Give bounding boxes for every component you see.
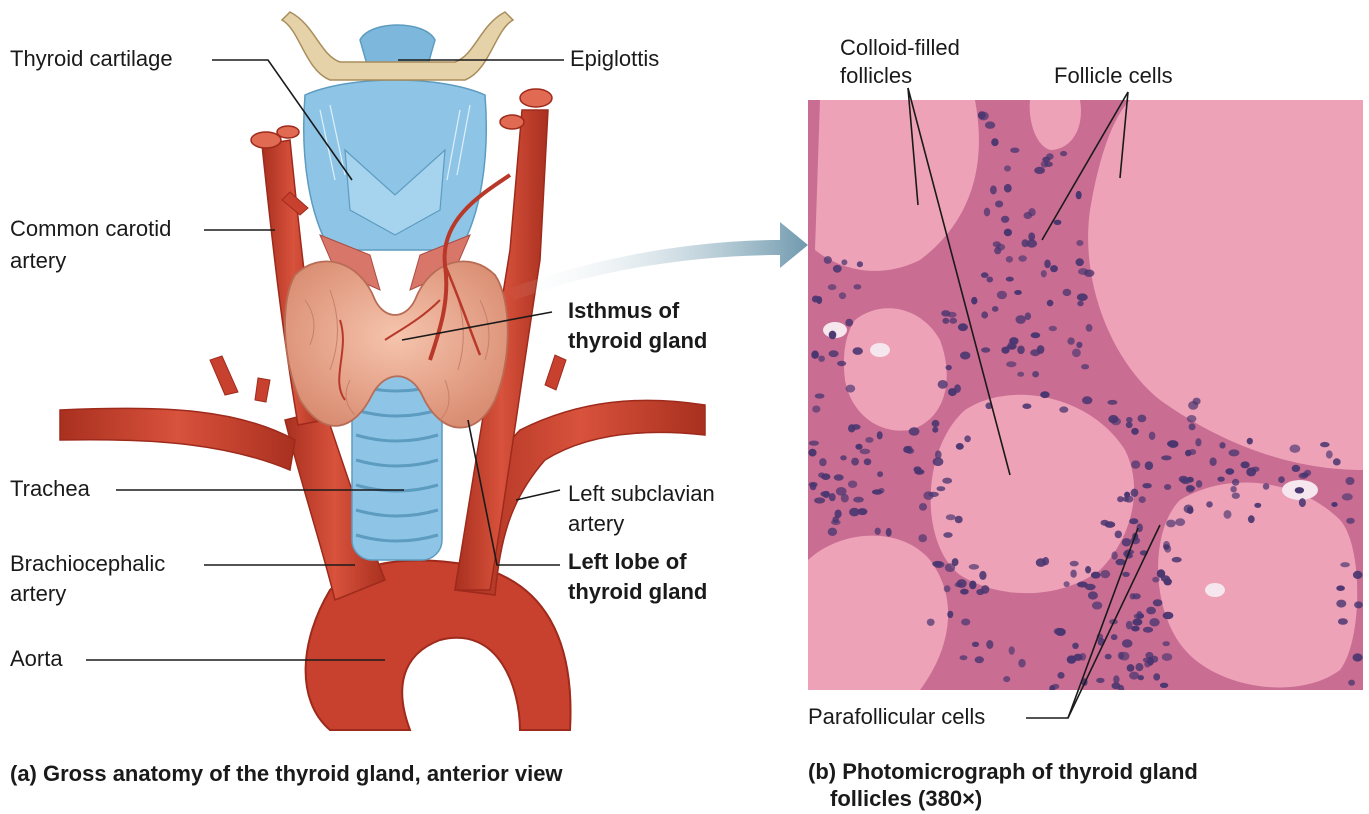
label-epiglottis: Epiglottis [570,46,659,72]
label-brachiocephalic-line2: artery [10,581,66,607]
label-trachea: Trachea [10,476,90,502]
label-common-carotid-line1: Common carotid [10,216,171,242]
label-brachiocephalic-line1: Brachiocephalic [10,551,165,577]
label-aorta: Aorta [10,646,63,672]
gross-anatomy-illustration [60,12,705,730]
label-left-lobe-line1: Left lobe of [568,549,687,575]
caption-panel-b-line2: follicles (380×) [808,785,1198,812]
label-follicle-cells: Follicle cells [1054,63,1173,89]
label-left-subclavian-line2: artery [568,511,624,537]
label-colloid-line2: follicles [840,63,912,89]
right-subclavian-artery [60,408,295,470]
magnification-arrow [505,222,808,300]
label-colloid-line1: Colloid-filled [840,35,960,61]
label-common-carotid-line2: artery [10,248,66,274]
left-carotid-cut-end-2 [500,115,524,129]
right-carotid-cut-end [251,132,281,148]
left-carotid-cut-end [520,89,552,107]
label-isthmus-line2: thyroid gland [568,328,707,354]
photomicrograph [808,100,1363,693]
right-carotid-cut-end-2 [277,126,299,138]
caption-panel-a: (a) Gross anatomy of the thyroid gland, … [10,760,563,787]
caption-panel-b-line1: (b) Photomicrograph of thyroid gland [808,759,1198,784]
label-left-subclavian-line1: Left subclavian [568,481,715,507]
label-thyroid-cartilage: Thyroid cartilage [10,46,173,72]
caption-panel-b: (b) Photomicrograph of thyroid gland fol… [808,758,1198,812]
label-parafollicular-cells: Parafollicular cells [808,704,985,730]
label-isthmus-line1: Isthmus of [568,298,679,324]
follicle-colloid-5 [808,536,948,690]
label-left-lobe-line2: thyroid gland [568,579,707,605]
